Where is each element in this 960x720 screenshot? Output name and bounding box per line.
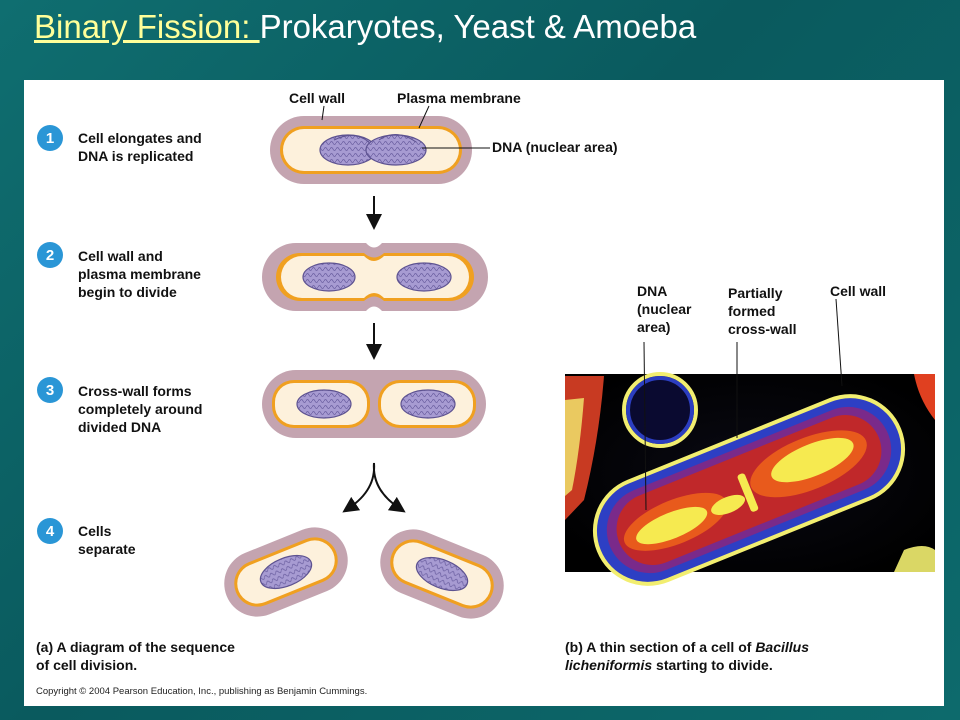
pointer-cell-wall <box>321 105 325 121</box>
dna-icon <box>396 262 452 292</box>
step-text-line: Cell wall and <box>78 248 163 264</box>
micro-label-cross-wall: cross-wall <box>728 321 796 337</box>
cell-step-4-right <box>380 529 504 619</box>
step-number: 1 <box>46 130 54 147</box>
pointer-cell-wall-micrograph <box>835 298 843 387</box>
dna-icon <box>302 262 356 292</box>
step-number: 2 <box>46 247 54 264</box>
slide-title: Binary Fission: Prokaryotes, Yeast & Amo… <box>34 8 696 46</box>
label-plasma-membrane: Plasma membrane <box>397 90 521 106</box>
title-link[interactable]: Binary Fission: <box>34 8 260 45</box>
step-text-line: Cell elongates and <box>78 130 202 146</box>
figure-svg: Cell wall Plasma membrane DNA (nuclear a… <box>36 90 935 697</box>
split-arrow-icon <box>342 462 406 513</box>
cell-step-4-left <box>224 527 348 617</box>
cell-step-3 <box>262 370 486 438</box>
caption-b-line1: (b) A thin section of a cell of Bacillus <box>565 639 809 655</box>
step-number: 4 <box>46 523 55 540</box>
step-3: 3 Cross-wall forms completely around div… <box>37 377 202 435</box>
label-cell-wall: Cell wall <box>289 90 345 106</box>
micro-label-dna: DNA <box>637 283 667 299</box>
caption-a-line2: of cell division. <box>36 657 137 673</box>
caption-a-line1: (a) A diagram of the sequence <box>36 639 235 655</box>
step-text-line: Cross-wall forms <box>78 383 192 399</box>
step-circle-icon <box>37 377 63 403</box>
step-text-line: separate <box>78 541 136 557</box>
dna-replicated-icon <box>319 134 427 166</box>
copyright-text: Copyright © 2004 Pearson Education, Inc.… <box>36 686 367 697</box>
dna-icon <box>259 554 313 590</box>
micro-label-dna: (nuclear <box>637 301 692 317</box>
step-text-line: divided DNA <box>78 419 161 435</box>
step-circle-icon <box>37 518 63 544</box>
micro-label-cross-wall: Partially <box>728 285 783 301</box>
pointer-plasma-membrane <box>418 105 430 129</box>
caption-b-line2: licheniformis starting to divide. <box>565 657 773 673</box>
cell-step-2 <box>262 243 488 311</box>
dna-icon <box>400 389 456 419</box>
micro-label-cell-wall: Cell wall <box>830 283 886 299</box>
step-text-line: begin to divide <box>78 284 177 300</box>
dna-icon <box>415 556 469 592</box>
step-2: 2 Cell wall and plasma membrane begin to… <box>37 242 201 300</box>
micrograph-image <box>565 372 935 586</box>
title-text: Prokaryotes, Yeast & Amoeba <box>259 8 697 45</box>
pointer-dna-micrograph <box>643 341 647 511</box>
step-circle-icon <box>37 242 63 268</box>
step-1: 1 Cell elongates and DNA is replicated <box>37 125 202 164</box>
dna-icon <box>296 389 352 419</box>
step-number: 3 <box>46 382 54 399</box>
step-circle-icon <box>37 125 63 151</box>
step-text-line: Cells <box>78 523 112 539</box>
cell-step-1 <box>270 116 472 184</box>
step-text-line: plasma membrane <box>78 266 201 282</box>
step-text-line: completely around <box>78 401 202 417</box>
micro-label-cross-wall: formed <box>728 303 775 319</box>
step-4: 4 Cells separate <box>37 518 136 557</box>
step-text-line: DNA is replicated <box>78 148 193 164</box>
label-dna-nuclear-area: DNA (nuclear area) <box>492 139 618 155</box>
figure-panel: Cell wall Plasma membrane DNA (nuclear a… <box>24 80 944 706</box>
micro-label-dna: area) <box>637 319 670 335</box>
